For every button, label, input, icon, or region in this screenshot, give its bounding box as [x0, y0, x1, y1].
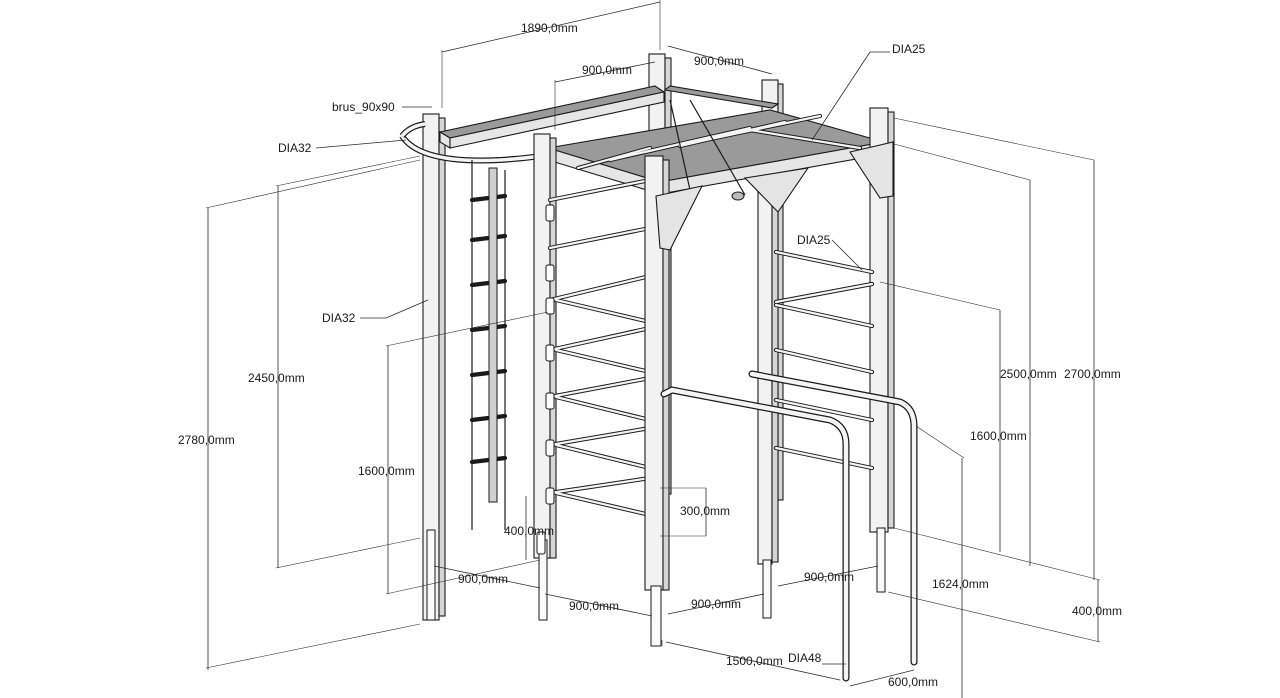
label-ground-depth: 400,0mm [1072, 604, 1122, 618]
label-top-bay-right: 900,0mm [694, 54, 744, 68]
swing-ropes [669, 99, 746, 201]
label-height-1600-right: 1600,0mm [970, 429, 1027, 443]
climbing-pole [488, 167, 498, 503]
wall-bars-right [773, 249, 875, 471]
label-base-left: 900,0mm [458, 572, 508, 586]
dimension-labels: 1890,0mm 900,0mm 900,0mm DIA25 brus_90x9… [178, 21, 1122, 689]
label-top-bay-left: 900,0mm [582, 63, 632, 77]
label-overall-width: 1890,0mm [521, 21, 578, 35]
label-dia25-right: DIA25 [797, 233, 831, 247]
label-height-2780: 2780,0mm [178, 433, 235, 447]
post-back-left [422, 113, 446, 621]
label-dia25-top: DIA25 [892, 42, 926, 56]
parallel-bars [660, 370, 918, 682]
label-bar-length: 1500,0mm [726, 654, 783, 668]
monkey-bars [575, 113, 863, 171]
label-height-2500: 2500,0mm [1000, 367, 1057, 381]
label-beam-section: brus_90x90 [332, 100, 395, 114]
post-front-right [869, 107, 895, 593]
label-base-front-left: 900,0mm [569, 599, 619, 613]
label-base-front-mid: 900,0mm [691, 597, 741, 611]
label-bar-width: 600,0mm [888, 675, 938, 689]
gussets [655, 141, 894, 251]
label-height-2450: 2450,0mm [248, 371, 305, 385]
brackets-front-left [536, 204, 555, 555]
label-height-2700: 2700,0mm [1064, 367, 1121, 381]
post-front-middle [644, 155, 670, 647]
label-height-1624: 1624,0mm [932, 577, 989, 591]
label-rope-gap: 400,0mm [504, 524, 554, 538]
dimension-lines [205, 0, 1101, 698]
label-dia32-left: DIA32 [322, 311, 356, 325]
label-height-1600-left: 1600,0mm [358, 464, 415, 478]
wall-bars-left [547, 177, 653, 518]
label-dia32-ring: DIA32 [278, 141, 312, 155]
label-base-right: 900,0mm [804, 570, 854, 584]
label-dia48: DIA48 [788, 651, 822, 665]
label-rung-spacing: 300,0mm [680, 504, 730, 518]
